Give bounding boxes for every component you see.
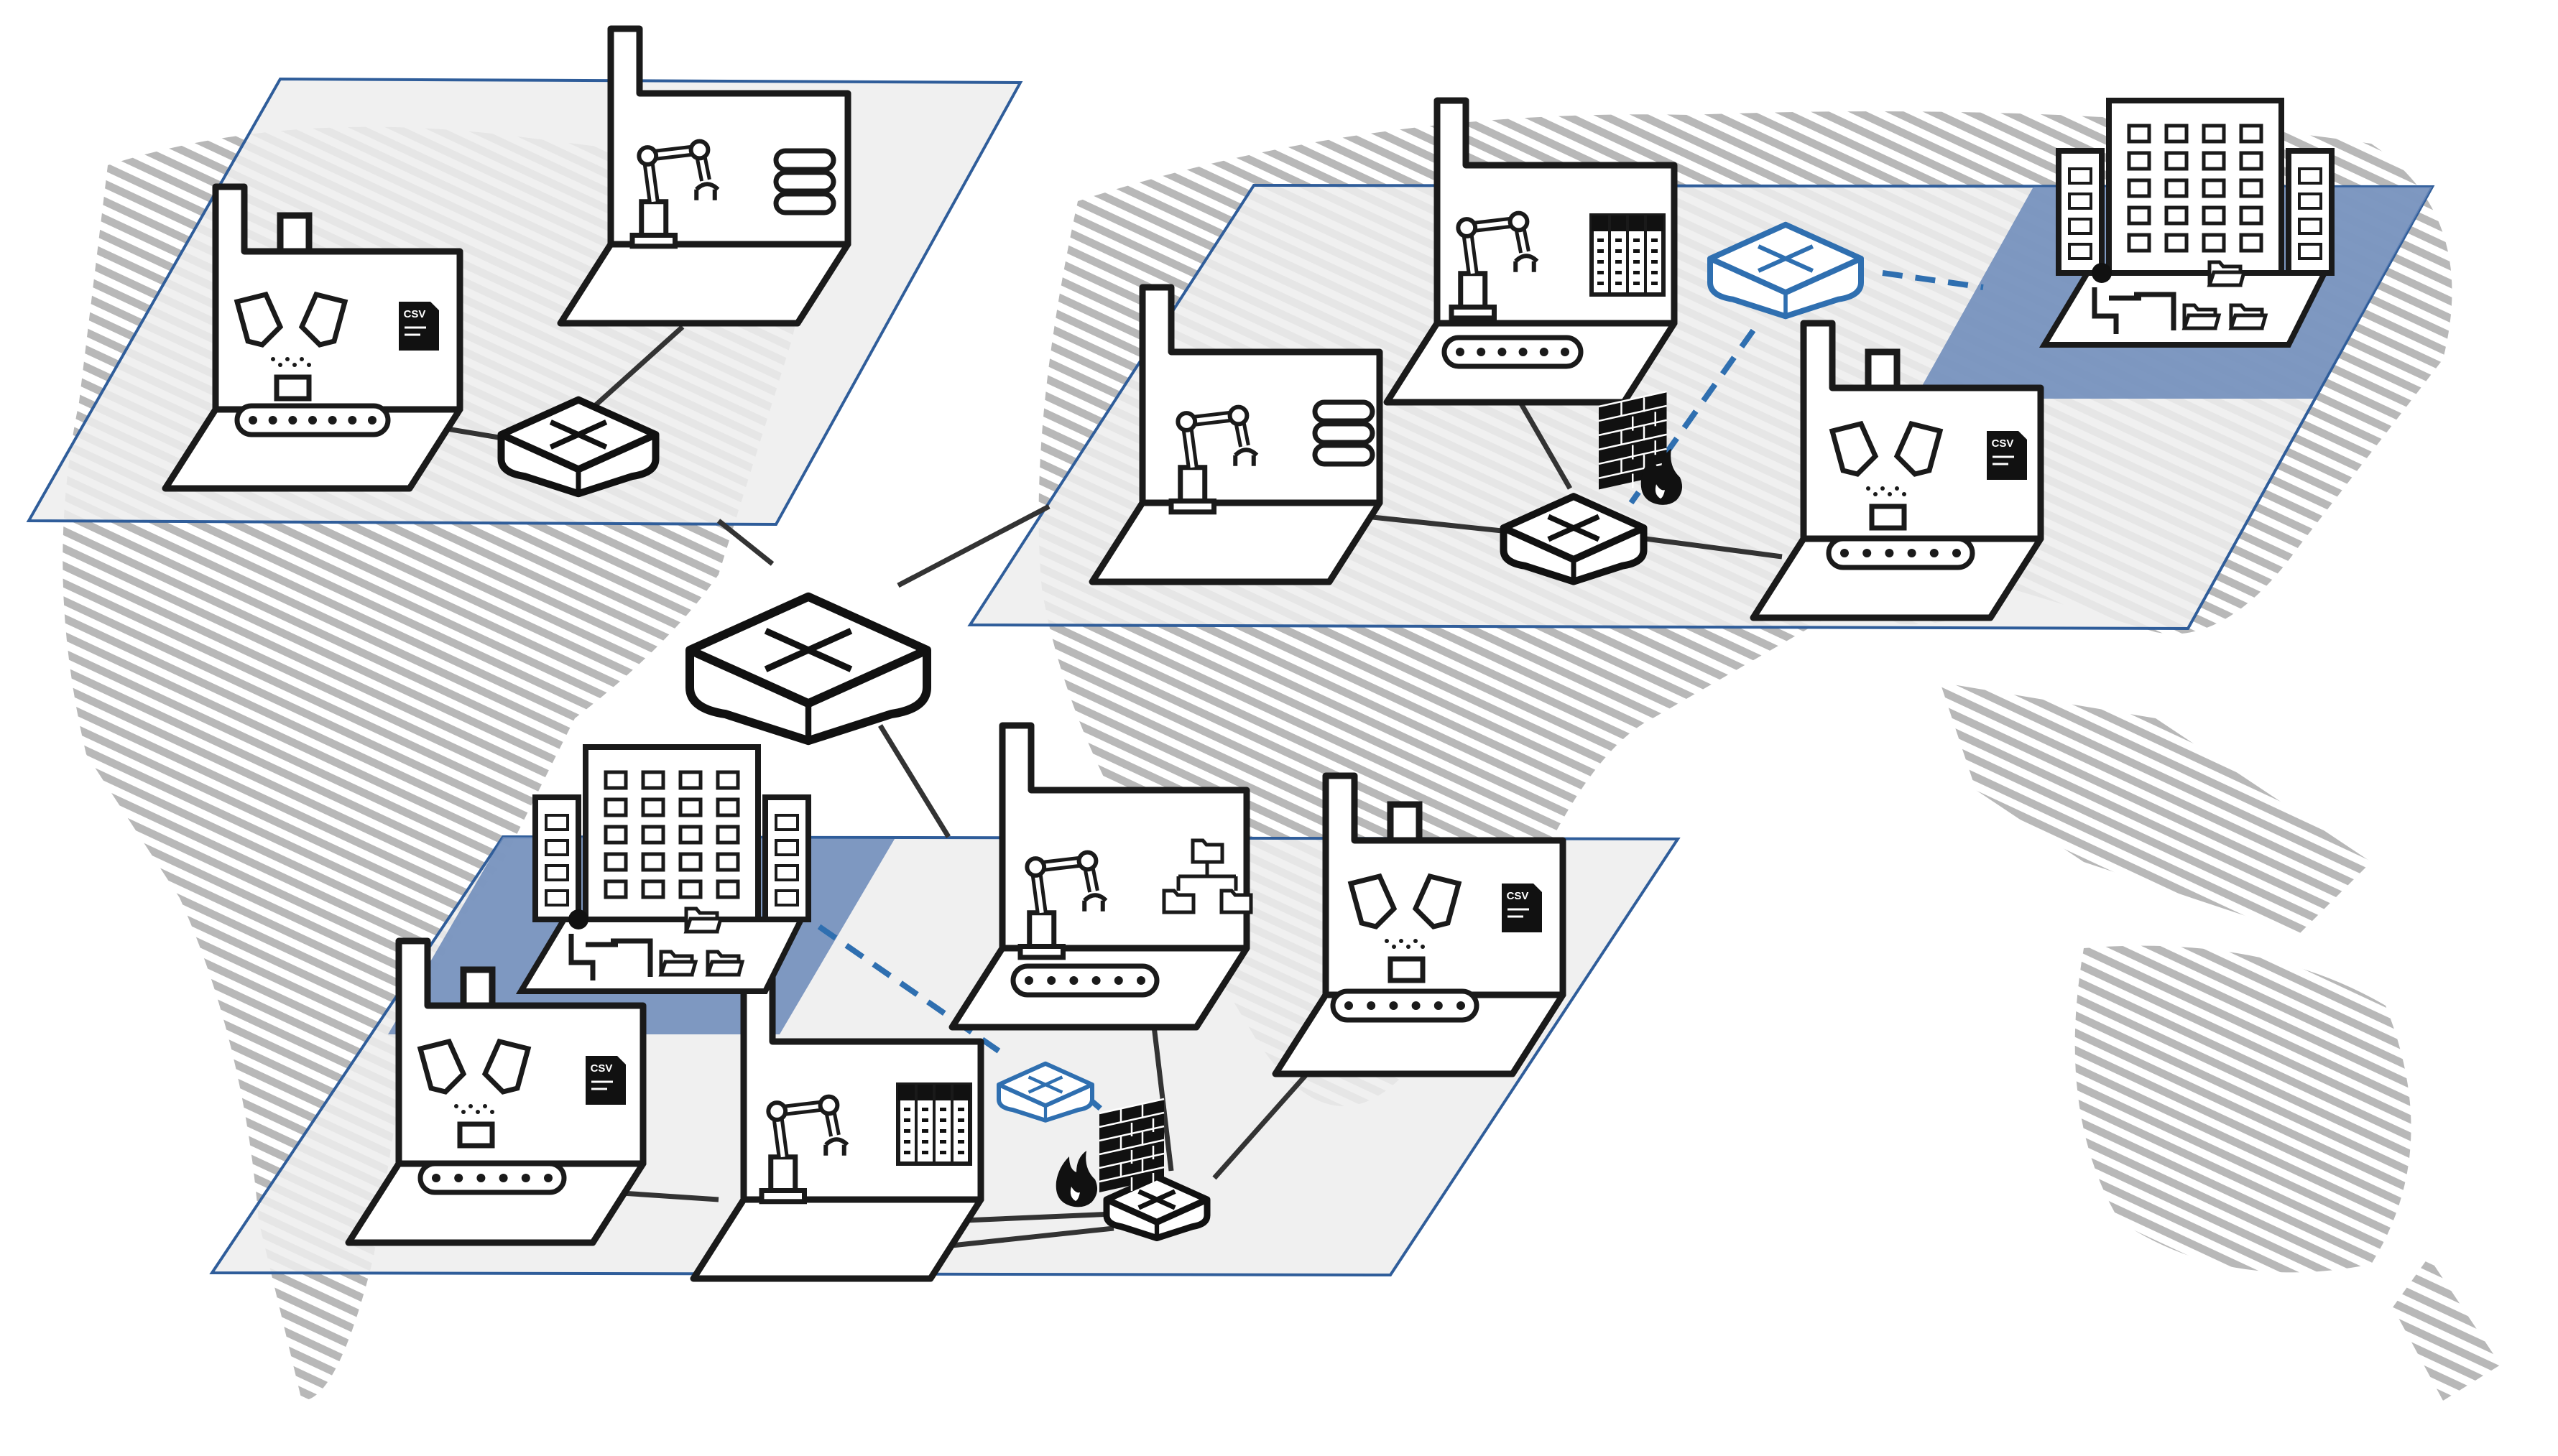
factory-icon	[1089, 284, 1383, 585]
csv-label: CSV	[1992, 437, 2014, 450]
conveyor-belt-icon	[234, 403, 391, 437]
conveyor-belt-icon	[1330, 988, 1479, 1023]
database-icon	[773, 148, 836, 215]
network-switch-icon[interactable]	[497, 396, 660, 498]
csv-label: CSV	[1507, 890, 1529, 902]
factory-icon	[557, 25, 851, 327]
conveyor-belt-icon	[1826, 536, 1975, 570]
robot-arm-icon	[1449, 210, 1539, 321]
folder-icon	[2207, 260, 2247, 287]
spray-nozzle-icon	[234, 291, 348, 402]
conveyor-belt-icon	[417, 1161, 567, 1195]
csv-file-icon: CSV	[586, 1056, 626, 1105]
switches	[497, 221, 1864, 1242]
network-switch-icon[interactable]	[1707, 221, 1864, 320]
factory-icon	[1383, 97, 1678, 406]
network-switch-icon[interactable]	[1103, 1174, 1211, 1242]
folder-icon	[1162, 838, 1253, 914]
offices	[515, 98, 2335, 994]
network-switch-icon[interactable]	[1500, 493, 1648, 585]
robot-arm-icon	[1017, 850, 1108, 960]
factory-icon: CSV	[345, 937, 647, 1246]
folder-icon	[683, 906, 724, 934]
folder-icon	[658, 950, 698, 977]
robot-arm-icon	[629, 139, 720, 249]
factory-icon: CSV	[1750, 320, 2044, 621]
csv-file-icon: CSV	[1502, 884, 1542, 932]
factory-icon	[948, 722, 1253, 1031]
csv-file-icon: CSV	[399, 302, 439, 351]
plc-rack-icon	[896, 1082, 972, 1166]
firewall-icon	[1056, 1098, 1165, 1207]
spray-nozzle-icon	[1347, 873, 1462, 983]
folder-icon	[705, 950, 745, 977]
network-switch-icon[interactable]	[685, 592, 931, 746]
spray-nozzle-icon	[417, 1038, 532, 1149]
office-building-icon	[2038, 98, 2335, 348]
firewall-icon	[1598, 390, 1683, 505]
office-building-icon	[515, 744, 811, 994]
firewalls	[1056, 390, 1683, 1207]
factory-icon	[690, 973, 984, 1282]
plc-rack-icon	[1589, 213, 1666, 297]
spray-nozzle-icon	[1829, 420, 1944, 531]
robot-arm-icon	[759, 1094, 849, 1205]
conveyor-belt-icon	[1010, 963, 1160, 998]
network-switch-icon[interactable]	[997, 1061, 1094, 1123]
conveyor-belt-icon	[1441, 335, 1584, 369]
factory-icon: CSV	[162, 183, 463, 492]
csv-file-icon: CSV	[1987, 431, 2027, 480]
folder-icon	[2181, 303, 2222, 330]
csv-label: CSV	[591, 1062, 613, 1075]
csv-label: CSV	[404, 308, 426, 320]
factories: CSV CSV CSV CSV	[162, 25, 2044, 1282]
database-icon	[1312, 399, 1375, 467]
robot-arm-icon	[1168, 404, 1259, 515]
factory-icon: CSV	[1272, 772, 1566, 1077]
folder-icon	[2228, 303, 2268, 330]
